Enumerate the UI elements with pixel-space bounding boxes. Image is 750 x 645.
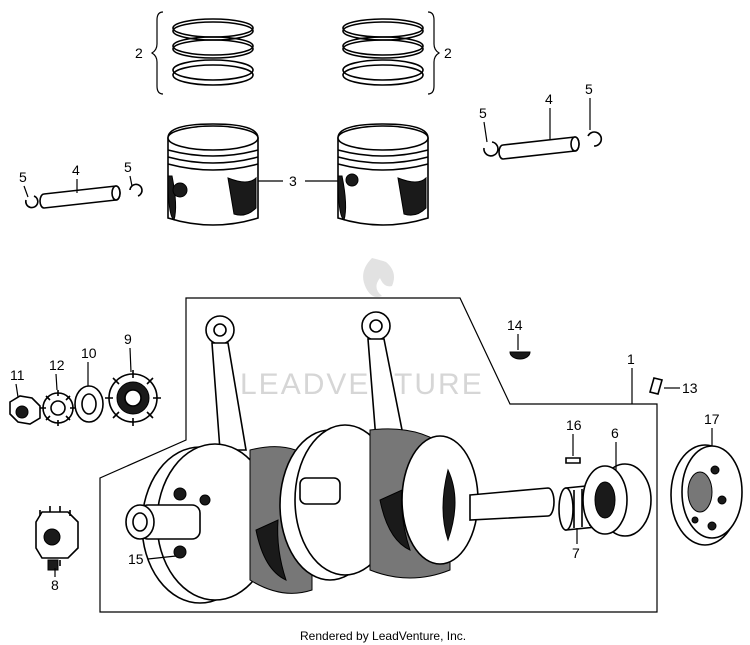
callout-2-right: 2 [444,45,452,61]
callout-13: 13 [682,380,698,396]
woodruff-key [509,351,531,360]
callout-15: 15 [128,551,144,567]
brace-left [150,11,164,95]
oil-seal [582,463,652,537]
callout-5-left-a: 5 [19,169,27,185]
piston-pin-left [25,183,143,209]
callout-3: 3 [289,173,297,189]
callout-5-right-a: 5 [479,105,487,121]
callout-14: 14 [507,317,523,333]
nut-11 [9,395,41,425]
callout-12: 12 [49,357,65,373]
callout-10: 10 [81,345,97,361]
callout-4-left: 4 [72,162,80,178]
piston-rings-left [172,18,254,86]
callout-8: 8 [51,577,59,593]
washer-10 [74,385,104,423]
callout-7: 7 [572,545,580,561]
pin-clip-left-a [25,195,39,209]
callout-2-left: 2 [135,45,143,61]
callout-4-right: 4 [545,91,553,107]
callout-5-left-b: 5 [124,159,132,175]
callout-11: 11 [10,367,25,383]
ball-bearing [670,444,743,546]
pin-clip-left-b [129,183,143,197]
callout-1: 1 [627,351,635,367]
piston-rings-right [342,18,424,86]
lock-washer-12 [40,390,76,426]
connecting-rod-left [205,315,247,451]
piston-right [337,123,429,226]
assembly-outline [99,297,658,613]
callout-9: 9 [124,331,132,347]
pin-13 [649,377,663,395]
callout-16: 16 [566,417,582,433]
piston-pin-right [483,131,603,160]
crankshaft [125,424,555,604]
callout-6: 6 [611,425,619,441]
watermark-text: LEADVENTURE [240,368,484,401]
sprocket-9 [105,370,161,426]
brace-right [427,11,441,95]
key-16 [565,457,581,464]
watermark: LEADVENTURE [240,258,484,401]
callout-17: 17 [704,411,720,427]
gear-8 [35,506,79,571]
callout-5-right-b: 5 [585,81,593,97]
footer-credit: Rendered by LeadVenture, Inc. [300,629,466,643]
piston-left [167,123,259,226]
